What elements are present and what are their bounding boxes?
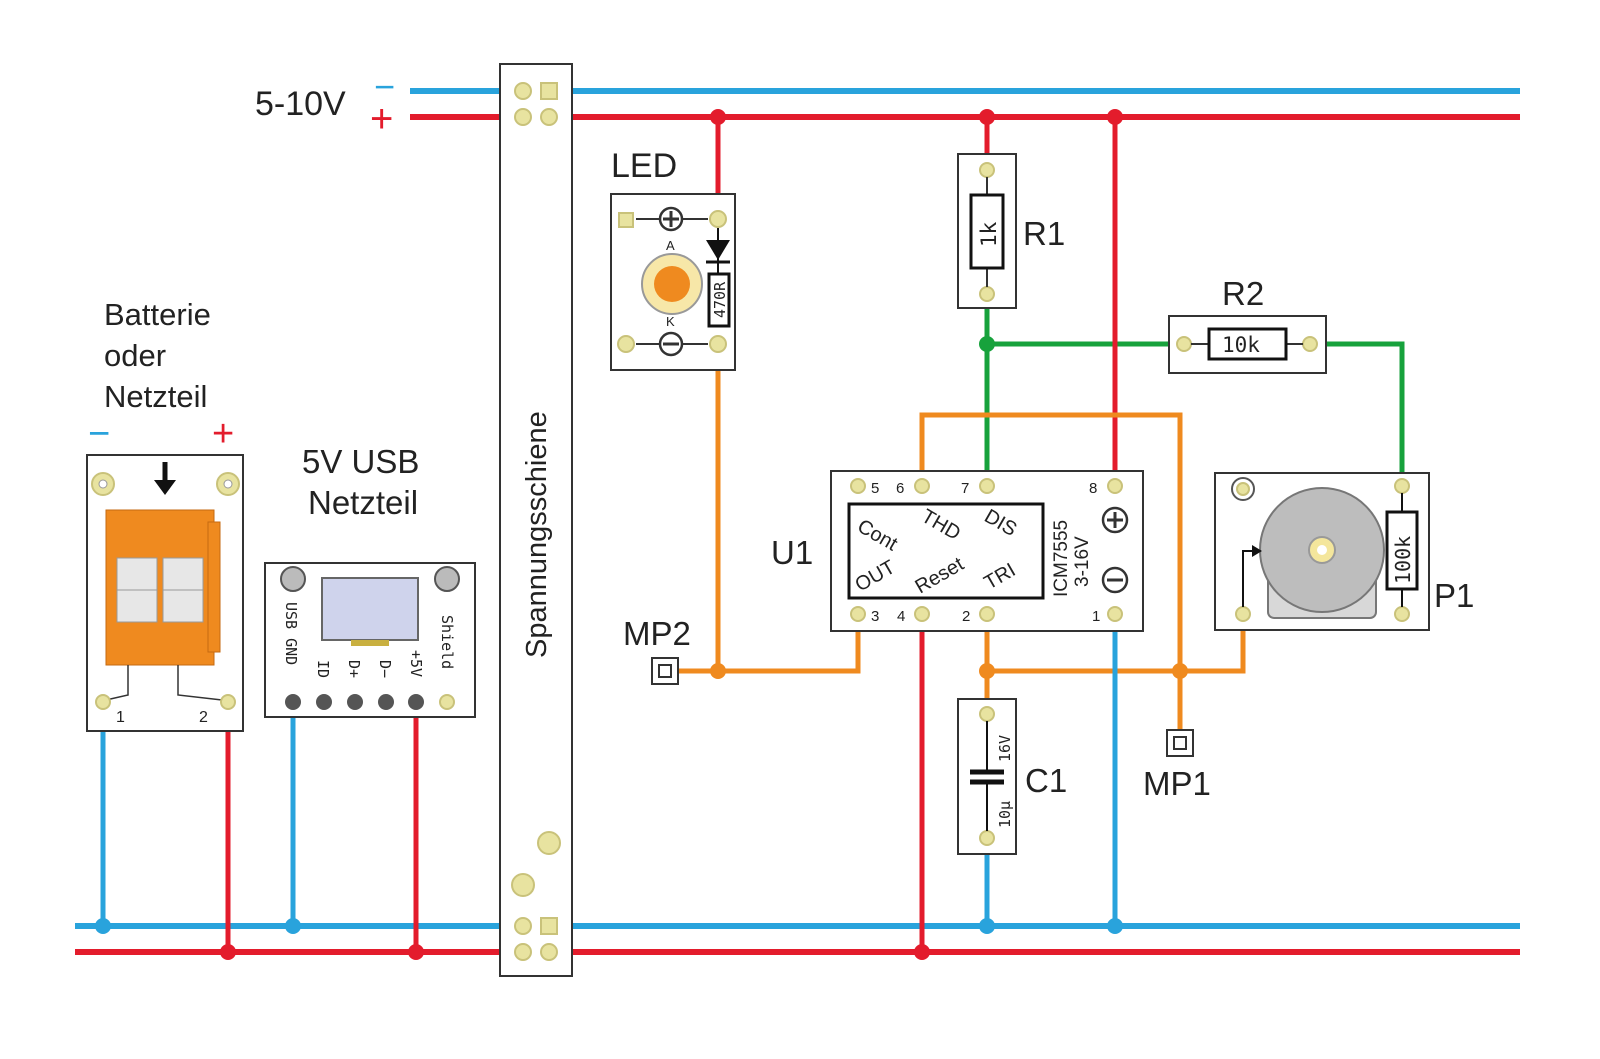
r2-label: R2: [1222, 275, 1264, 312]
rail-label: Spannungsschiene: [521, 411, 553, 658]
junctions: [95, 109, 1188, 960]
led-cathode-label: K: [666, 314, 675, 329]
usb-pin-id: ID: [314, 660, 332, 678]
c1-label: C1: [1025, 762, 1067, 799]
battery-pin1: 1: [116, 709, 125, 726]
usb-pin-shield: Shield: [438, 615, 456, 669]
down-arrow-icon: [154, 480, 176, 495]
led-anode-label: A: [666, 238, 675, 253]
p1-label: P1: [1434, 577, 1474, 614]
led-module: LED A K 470R: [610, 147, 736, 371]
r1-label: R1: [1023, 215, 1065, 252]
u1-pin-3: 3: [871, 608, 879, 625]
mp2-label: MP2: [623, 615, 691, 652]
u1-chip-range: 3-16V: [1072, 536, 1093, 587]
usb-pin-dplus: D+: [345, 660, 363, 678]
u1-pin-1: 1: [1092, 608, 1100, 625]
u1-pin-7: 7: [961, 480, 969, 497]
mp1-test-point: MP1: [1143, 729, 1211, 802]
supply-label: 5-10V − +: [255, 66, 395, 141]
battery-minus-sign: −: [88, 413, 110, 455]
r2-module: R2 10k: [1168, 275, 1327, 374]
r2-value: 10k: [1222, 333, 1260, 357]
u1-pin-2: 2: [962, 608, 970, 625]
supply-plus-sign: +: [370, 97, 393, 141]
led-label: LED: [611, 147, 677, 185]
usb-label-line2: Netzteil: [308, 484, 418, 521]
mp1-label: MP1: [1143, 765, 1211, 802]
battery-label-line2: oder: [104, 338, 166, 373]
u1-module: U1 5 6 7 8 3 4 2 1 Cont THD DIS OUT Rese…: [771, 470, 1144, 632]
battery-plus-sign: +: [212, 413, 234, 455]
u1-pin-5: 5: [871, 480, 879, 497]
u1-chip-name: ICM7555: [1051, 520, 1072, 597]
usb-pin-dminus: D−: [376, 660, 394, 678]
battery-pin2: 2: [199, 709, 208, 726]
p1-module: 100k P1: [1214, 472, 1474, 631]
u1-pin-6: 6: [896, 480, 904, 497]
battery-label-line1: Batterie: [104, 297, 211, 332]
r1-module: 1k R1: [957, 153, 1065, 309]
c1-value: 10µ: [996, 801, 1014, 828]
usb-port-icon: [321, 577, 419, 641]
c1-module: 16V 10µ C1: [957, 698, 1067, 855]
u1-pin-8: 8: [1089, 480, 1097, 497]
supply-voltage-label: 5-10V: [255, 85, 346, 123]
led-resistor-value: 470R: [711, 281, 729, 318]
usb-label-line1: 5V USB: [302, 443, 419, 480]
p1-value: 100k: [1391, 536, 1415, 584]
usb-power-module: 5V USB Netzteil USB GND ID D+ D− +5V Shi…: [264, 443, 476, 718]
power-rail-board: Spannungsschiene: [499, 63, 573, 977]
u1-label: U1: [771, 534, 813, 571]
r1-value: 1k: [977, 221, 1001, 247]
mp2-test-point: MP2: [623, 615, 691, 685]
supply-minus-sign: −: [374, 66, 395, 107]
u1-pin-4: 4: [897, 608, 905, 625]
c1-voltage: 16V: [996, 735, 1014, 762]
wires: [100, 117, 1405, 952]
usb-pin-5v: +5V: [407, 650, 425, 677]
battery-module: Batterie oder Netzteil − + 1 2: [86, 297, 244, 732]
usb-pin-usb-gnd: USB GND: [282, 602, 300, 665]
battery-label-line3: Netzteil: [104, 379, 207, 414]
